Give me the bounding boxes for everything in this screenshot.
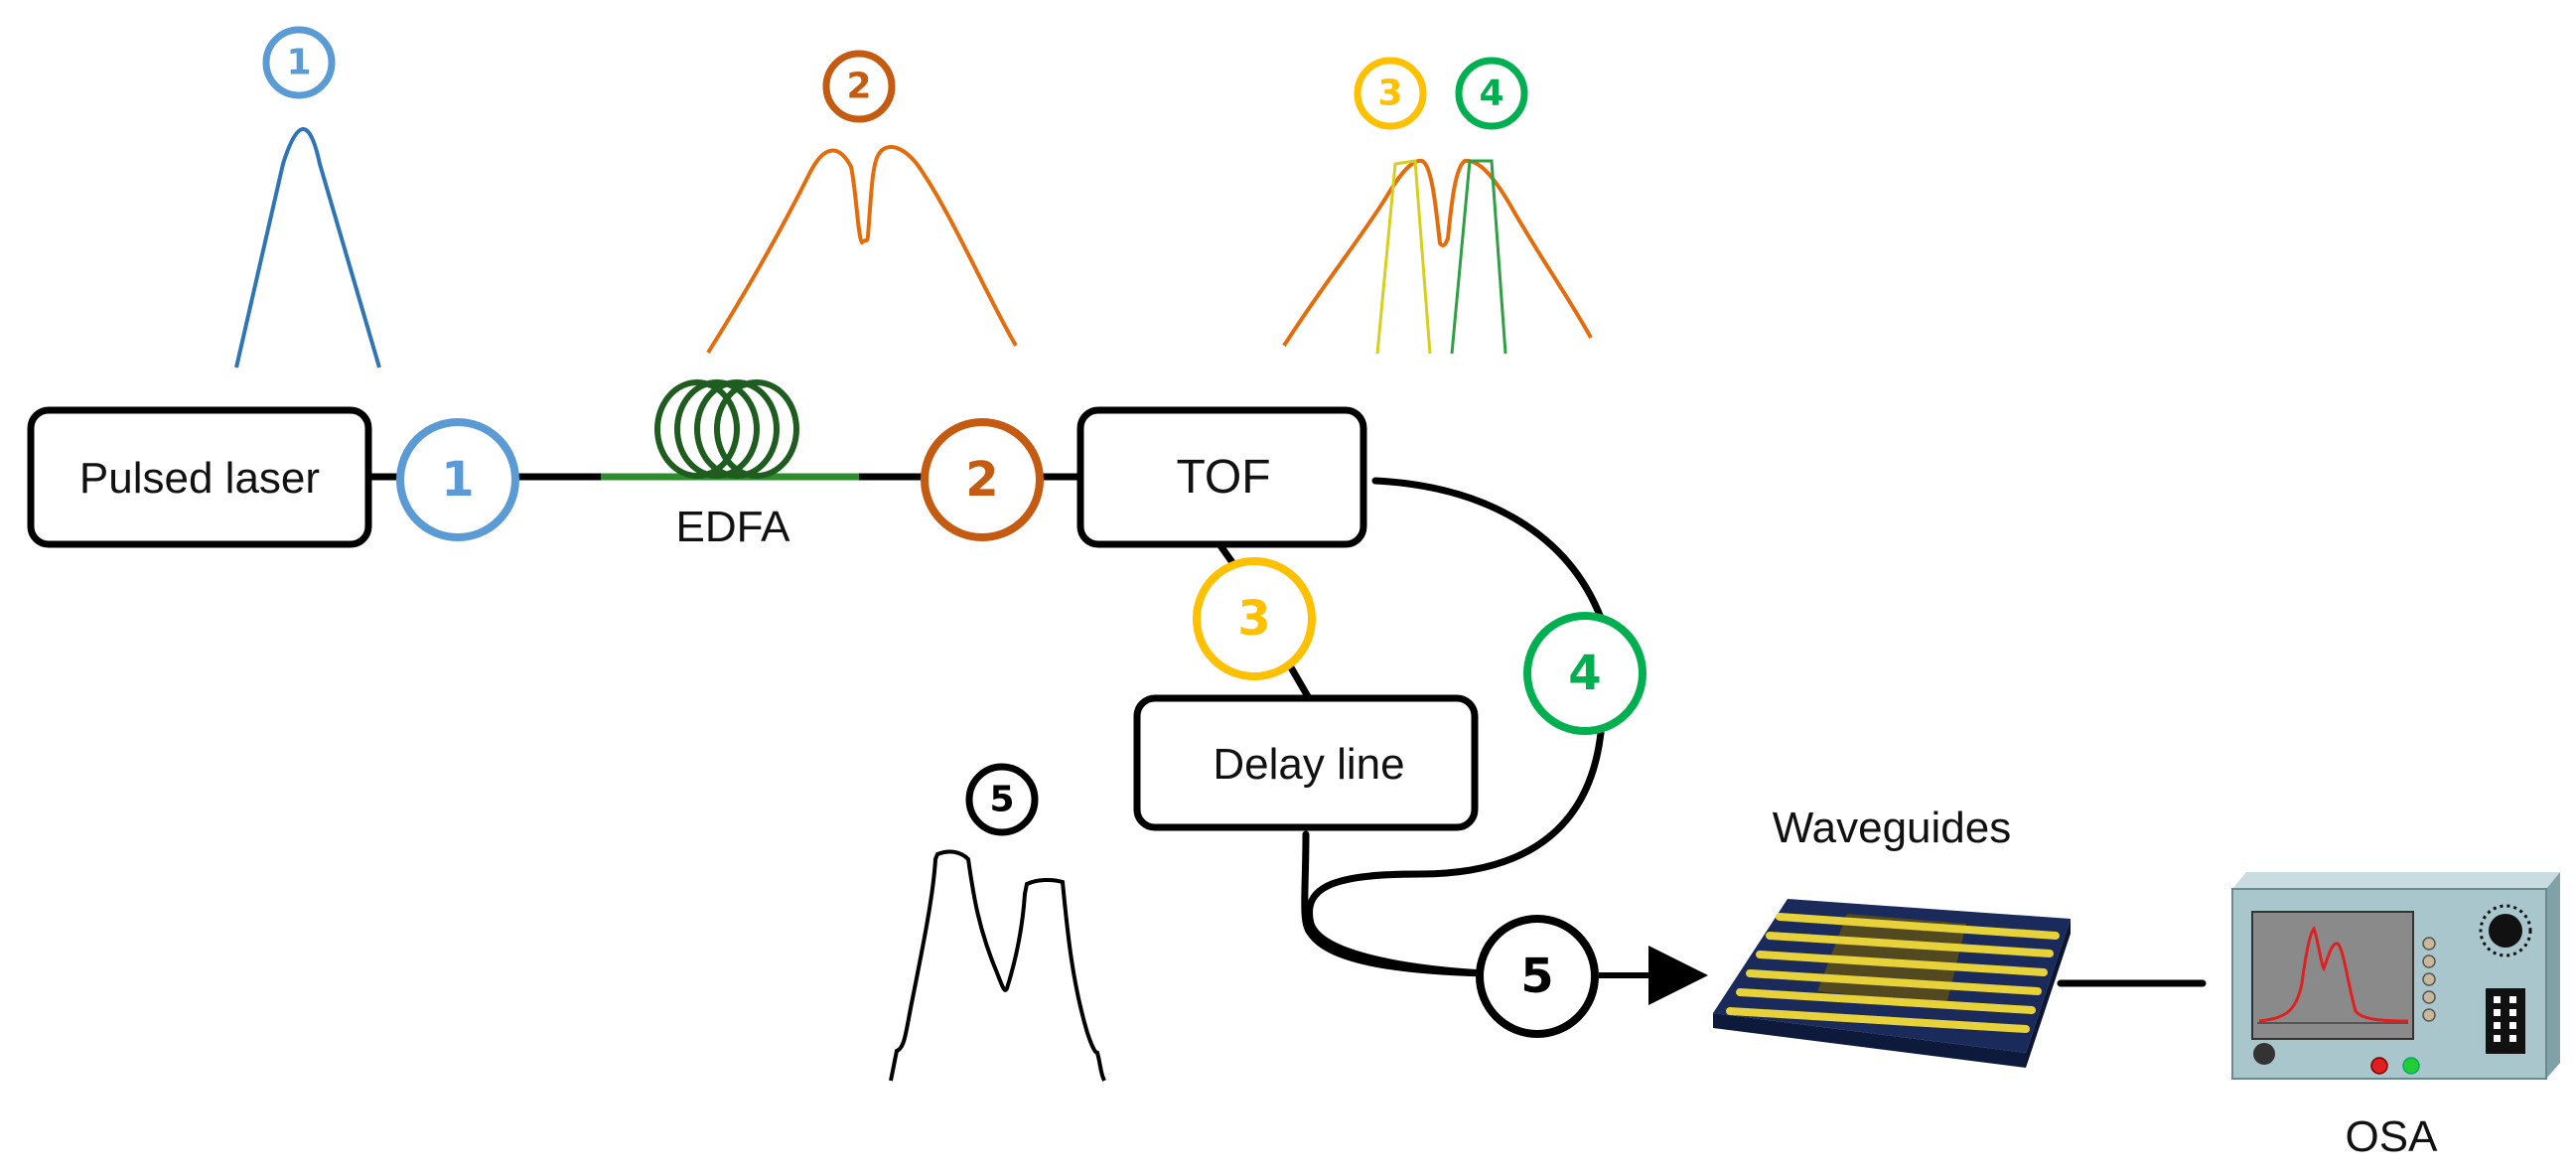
spectrum-analyzer-icon[interactable] [2231, 872, 2560, 1080]
marker-2-large: 2 [921, 418, 1044, 541]
tof-label: TOF [1176, 451, 1270, 504]
waveguide-chip-icon[interactable] [1713, 899, 2071, 1068]
marker-5-small-text: 5 [989, 780, 1014, 820]
marker-1-text: 1 [441, 452, 474, 508]
pulsed-laser-label: Pulsed laser [79, 454, 320, 503]
edfa-label: EDFA [676, 503, 791, 551]
spectrum-2-curve [706, 144, 1018, 355]
marker-2-small: 2 [822, 50, 896, 123]
pulsed-laser-box[interactable]: Pulsed laser [27, 406, 372, 548]
waveguides-label: Waveguides [1773, 804, 2012, 852]
marker-2-small-text: 2 [846, 67, 871, 107]
fiber-coil-icon [601, 379, 859, 481]
marker-3-large: 3 [1193, 557, 1316, 680]
spectrum-1-curve [234, 127, 381, 368]
marker-4-small: 4 [1455, 57, 1528, 130]
spectrum-4-filter [1450, 159, 1507, 355]
marker-5-large: 5 [1476, 915, 1599, 1038]
marker-1-large: 1 [396, 418, 519, 541]
fiber-m3-delay [1287, 663, 1313, 702]
delay-line-label: Delay line [1213, 740, 1404, 789]
marker-1-small-text: 1 [286, 43, 311, 83]
marker-5-text: 5 [1520, 949, 1553, 1004]
osa-label: OSA [2346, 1112, 2439, 1161]
spectrum-3-curve [1282, 158, 1593, 348]
marker-3-small: 3 [1354, 57, 1427, 130]
tof-box[interactable]: TOF [1076, 406, 1367, 548]
marker-2-text: 2 [965, 452, 998, 508]
fiber-delay-combiner [1301, 830, 1489, 977]
spectrum-3-filter [1375, 159, 1432, 355]
marker-4-small-text: 4 [1479, 73, 1503, 114]
marker-1-small: 1 [262, 26, 336, 99]
marker-5-small: 5 [965, 763, 1039, 836]
marker-3-text: 3 [1237, 591, 1270, 647]
marker-3-small-text: 3 [1377, 73, 1402, 114]
delay-line-box[interactable]: Delay line [1133, 694, 1479, 831]
fiber-lines [363, 473, 2207, 987]
spectrum-5-curve [889, 849, 1106, 1082]
fiber-m4-combiner [1306, 729, 1605, 977]
marker-4-text: 4 [1568, 646, 1601, 701]
marker-4-large: 4 [1523, 612, 1646, 735]
fiber-tof-m4 [1371, 477, 1605, 622]
